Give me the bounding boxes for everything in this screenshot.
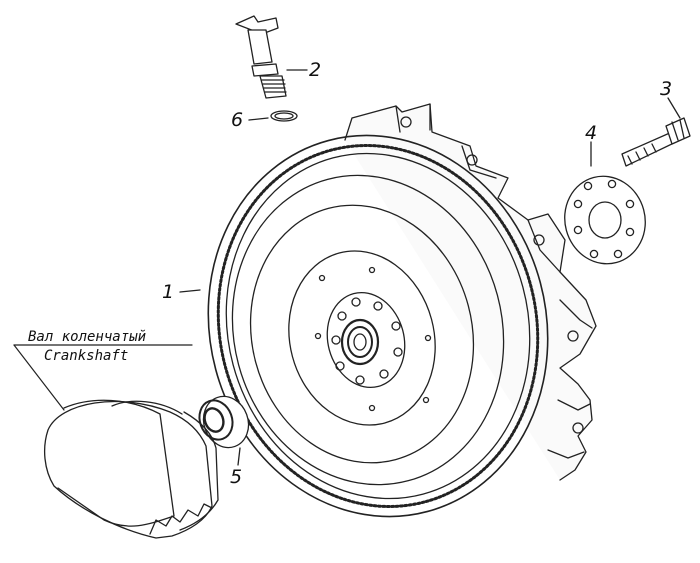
crankshaft-caption-russian: Вал коленчатый — [28, 329, 147, 345]
bolt-lock-plate — [564, 175, 646, 265]
crankshaft-end — [43, 399, 219, 539]
crankshaft-caption-english: Crankshaft — [44, 348, 129, 364]
callout-3: 3 — [660, 78, 673, 100]
callout-4: 4 — [585, 122, 598, 144]
flywheel-hub — [326, 291, 406, 389]
callout-2: 2 — [309, 59, 322, 81]
flywheel-bolt — [621, 117, 691, 167]
sealing-ring — [270, 110, 298, 122]
callout-1: 1 — [162, 281, 175, 303]
callout-6: 6 — [231, 109, 244, 131]
flywheel-disc — [231, 174, 505, 486]
flywheel-dowel-pin — [235, 15, 287, 99]
flywheel-ring-gear — [207, 134, 549, 518]
callout-5: 5 — [230, 466, 243, 488]
leader-lines — [13, 69, 681, 466]
